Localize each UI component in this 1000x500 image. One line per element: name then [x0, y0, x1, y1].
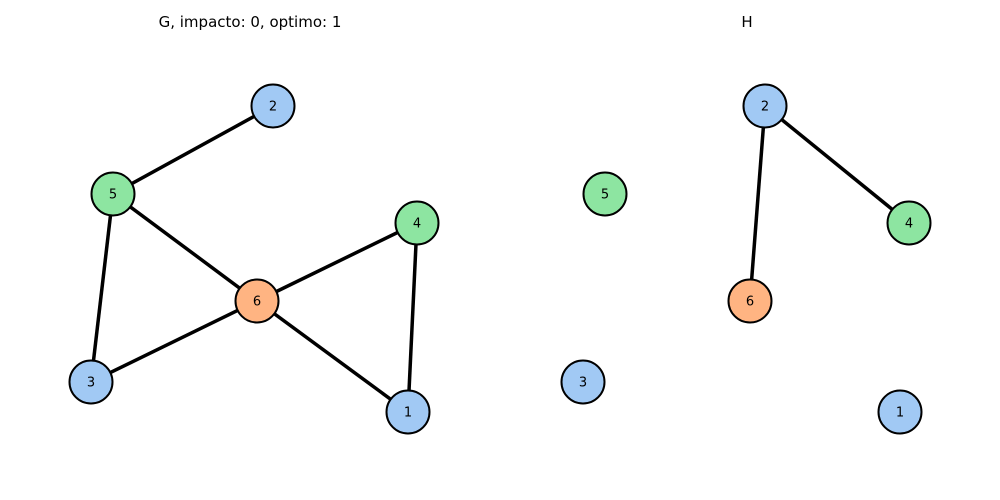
- edge-g-4-1: [406, 222, 419, 413]
- node-circle: [742, 83, 788, 129]
- node-g-6: 6: [234, 278, 280, 324]
- node-g-5: 5: [90, 171, 136, 217]
- node-circle: [250, 83, 296, 129]
- node-circle: [394, 200, 440, 246]
- node-label: 2: [761, 100, 769, 115]
- node-label: 2: [269, 100, 277, 115]
- node-circle: [90, 171, 136, 217]
- node-circle: [582, 171, 628, 217]
- node-circle: [385, 389, 431, 435]
- node-h-2: 2: [742, 83, 788, 129]
- node-h-3: 3: [560, 359, 606, 405]
- node-circle: [68, 359, 114, 405]
- node-label: 3: [579, 376, 587, 391]
- node-circle: [234, 278, 280, 324]
- node-g-4: 4: [394, 200, 440, 246]
- edge-g-5-2: [112, 104, 274, 196]
- node-label: 5: [601, 188, 609, 203]
- edge-g-5-6: [111, 192, 259, 303]
- node-label: 6: [253, 295, 261, 310]
- node-label: 4: [905, 217, 913, 232]
- node-circle: [560, 359, 606, 405]
- node-h-6: 6: [727, 278, 773, 324]
- graph-g: 1 2 3 4 5 6: [68, 83, 440, 435]
- graph-h-title: H: [741, 13, 752, 31]
- edge-g-6-3: [90, 299, 258, 384]
- node-h-4: 4: [886, 200, 932, 246]
- node-h-1: 1: [877, 389, 923, 435]
- node-h-5: 5: [582, 171, 628, 217]
- edge-g-6-4: [256, 221, 418, 303]
- node-circle: [727, 278, 773, 324]
- node-label: 6: [746, 295, 754, 310]
- node-label: 1: [896, 406, 904, 421]
- node-label: 1: [404, 406, 412, 421]
- edge-h-2-6: [748, 105, 767, 302]
- node-g-2: 2: [250, 83, 296, 129]
- edge-h-2-4: [763, 104, 911, 225]
- node-g-3: 3: [68, 359, 114, 405]
- node-label: 4: [413, 217, 421, 232]
- node-circle: [877, 389, 923, 435]
- node-label: 3: [87, 376, 95, 391]
- graph-h: 1 2 3 4 5 6: [560, 83, 932, 435]
- edge-g-6-1: [255, 299, 410, 414]
- graph-g-title: G, impacto: 0, optimo: 1: [159, 13, 342, 31]
- node-circle: [886, 200, 932, 246]
- node-g-1: 1: [385, 389, 431, 435]
- edge-g-5-3: [89, 193, 115, 383]
- node-label: 5: [109, 188, 117, 203]
